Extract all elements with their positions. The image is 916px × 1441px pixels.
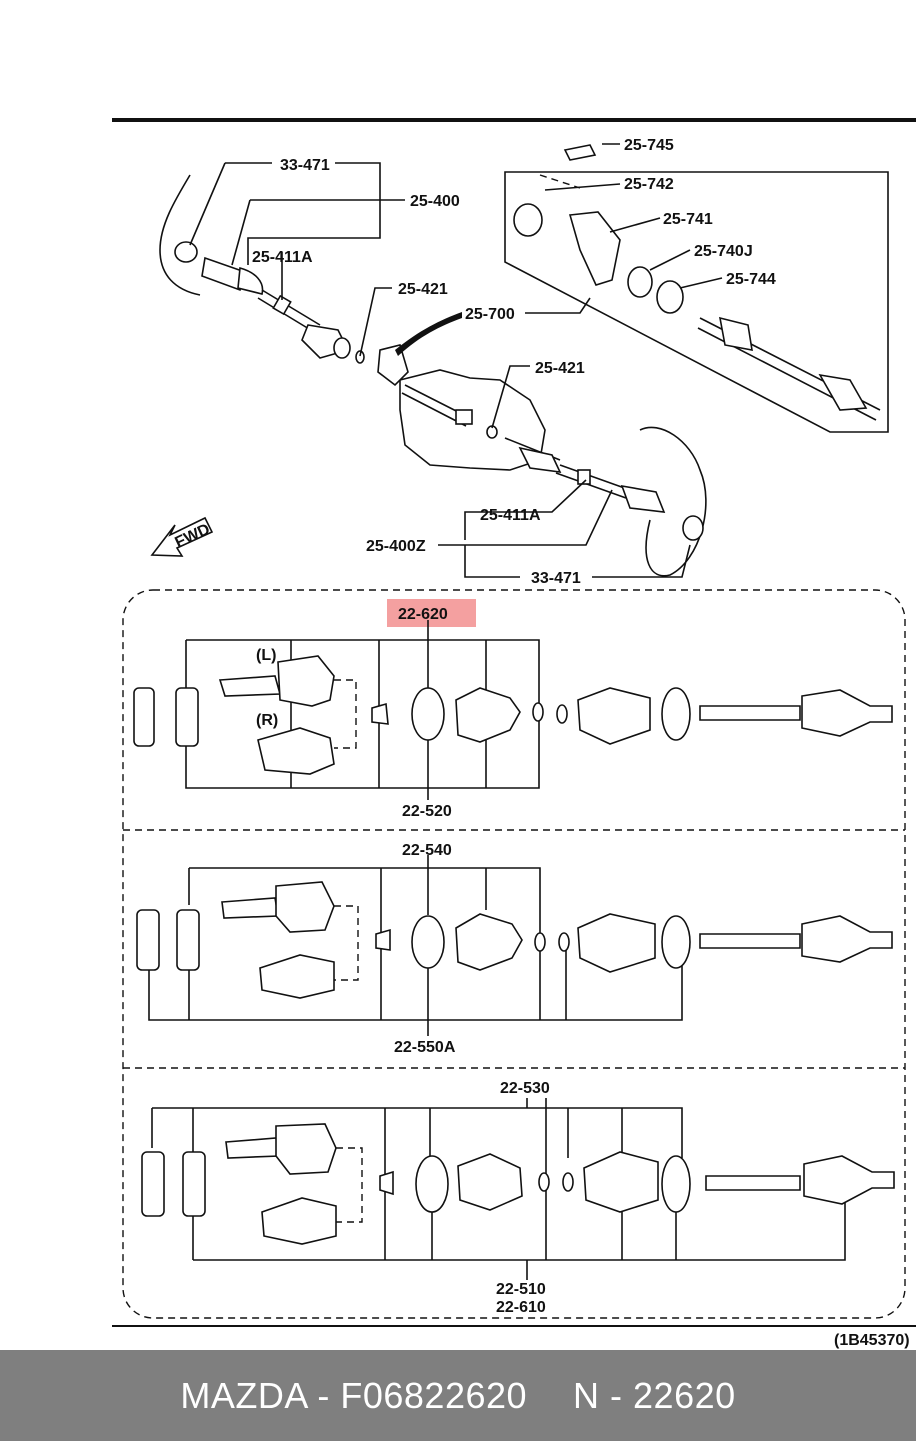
assembly-view: FWD 33-471 25-745 25-400 <box>150 137 889 587</box>
label-25-742: 25-742 <box>624 176 674 193</box>
label-left-side: (L) <box>256 647 276 664</box>
label-25-400: 25-400 <box>410 193 460 210</box>
label-right-side: (R) <box>256 712 278 729</box>
parts-diagram: FWD 33-471 25-745 25-400 <box>112 118 916 1349</box>
label-22-510: 22-510 <box>496 1281 546 1298</box>
footer-brand-part-number: MAZDA - F06822620 <box>180 1374 528 1416</box>
label-25-400z: 25-400Z <box>366 538 426 555</box>
footer-short-part-number: N - 22620 <box>573 1374 736 1416</box>
label-25-411a-bottom: 25-411A <box>480 507 541 524</box>
label-22-550a: 22-550A <box>394 1039 456 1056</box>
label-22-530: 22-530 <box>500 1080 550 1097</box>
kit-section-1: 22-620 22-520 (L) (R) <box>133 606 893 820</box>
label-25-741: 25-741 <box>663 211 713 228</box>
footer-bar: MAZDA - F06822620 N - 22620 <box>0 1350 916 1441</box>
parts-kit-panel: 22-620 22-520 (L) (R) <box>122 589 906 1319</box>
label-25-421-a: 25-421 <box>398 281 448 298</box>
label-25-700: 25-700 <box>465 306 515 323</box>
label-25-740j: 25-740J <box>694 243 753 260</box>
label-25-744: 25-744 <box>726 271 776 288</box>
kit-section-2: 22-540 22-550A <box>136 842 893 1056</box>
label-33-471-top: 33-471 <box>280 157 330 174</box>
reference-code: (1B45370) <box>834 1332 910 1349</box>
label-22-610: 22-610 <box>496 1299 546 1316</box>
highlight-22-620 <box>387 599 476 627</box>
label-22-520: 22-520 <box>402 803 452 820</box>
label-25-411a-top: 25-411A <box>252 249 313 266</box>
label-25-421-b: 25-421 <box>535 360 585 377</box>
label-22-620: 22-620 <box>398 606 448 623</box>
label-22-540: 22-540 <box>402 842 452 859</box>
kit-section-3: 22-530 22-510 22-610 <box>141 1080 895 1316</box>
label-25-745: 25-745 <box>624 137 674 154</box>
label-33-471-bottom: 33-471 <box>531 570 581 587</box>
